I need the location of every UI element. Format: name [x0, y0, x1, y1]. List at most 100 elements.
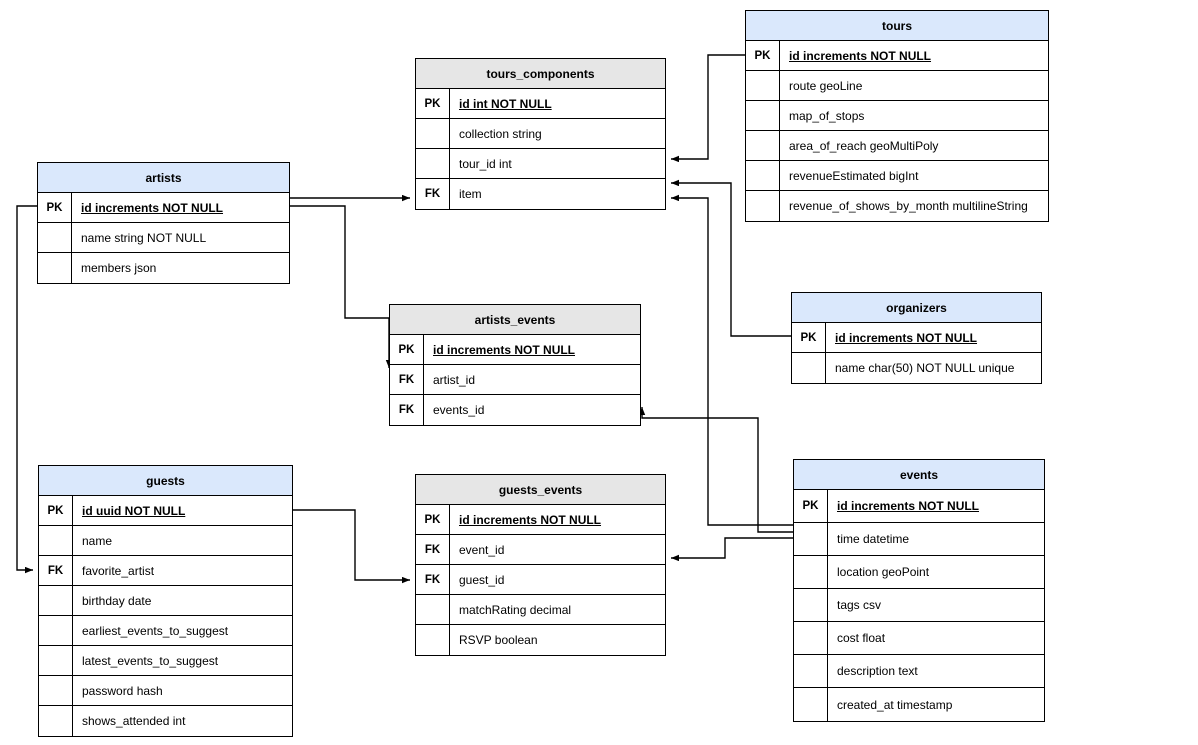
attribute-label: map_of_stops — [789, 108, 865, 123]
key-indicator: FK — [390, 395, 424, 425]
attribute-row[interactable]: cost float — [794, 622, 1044, 655]
attribute-row[interactable]: FK events_id — [390, 395, 640, 425]
entity-title-tours_components: tours_components — [416, 59, 665, 89]
attribute-row[interactable]: time datetime — [794, 523, 1044, 556]
attribute-label: matchRating decimal — [459, 602, 572, 617]
attribute-label: id increments NOT NULL — [433, 342, 576, 357]
attribute-row[interactable]: members json — [38, 253, 289, 283]
attribute-label: route geoLine — [789, 78, 863, 93]
attribute-label: item — [459, 187, 482, 201]
attribute-label: id increments NOT NULL — [81, 200, 224, 215]
key-indicator — [794, 589, 828, 621]
attribute-row[interactable]: FK guest_id — [416, 565, 665, 595]
key-indicator — [794, 523, 828, 555]
attribute-row[interactable]: route geoLine — [746, 71, 1048, 101]
attribute-row[interactable]: name string NOT NULL — [38, 223, 289, 253]
attribute-label: name string NOT NULL — [81, 230, 207, 245]
key-indicator: FK — [39, 556, 73, 585]
attribute-row[interactable]: revenueEstimated bigInt — [746, 161, 1048, 191]
attribute-label: id increments NOT NULL — [789, 48, 932, 63]
key-indicator — [39, 616, 73, 645]
entity-title-tours: tours — [746, 11, 1048, 41]
entity-title-events: events — [794, 460, 1044, 490]
key-indicator — [416, 119, 450, 148]
attribute-row[interactable]: earliest_events_to_suggest — [39, 616, 292, 646]
attribute-row[interactable]: RSVP boolean — [416, 625, 665, 655]
key-indicator — [792, 353, 826, 383]
attribute-label: location geoPoint — [837, 565, 930, 579]
attribute-label: guest_id — [459, 572, 505, 587]
attribute-label: artist_id — [433, 372, 476, 387]
attribute-row[interactable]: shows_attended int — [39, 706, 292, 736]
relationship-edge-tours-to-tours_components-tour_id — [671, 54, 745, 163]
relationship-edge-artists-to-guests-favorite_artist — [16, 205, 37, 574]
attribute-label: RSVP boolean — [459, 633, 538, 647]
attribute-row[interactable]: location geoPoint — [794, 556, 1044, 589]
key-indicator: PK — [38, 193, 72, 222]
attribute-row[interactable]: description text — [794, 655, 1044, 688]
key-indicator — [416, 595, 450, 624]
attribute-label: id int NOT NULL — [459, 96, 552, 111]
attribute-row[interactable]: area_of_reach geoMultiPoly — [746, 131, 1048, 161]
entity-title-organizers: organizers — [792, 293, 1041, 323]
attribute-label: time datetime — [837, 532, 910, 546]
attribute-label: tags csv — [837, 598, 882, 612]
attribute-row[interactable]: latest_events_to_suggest — [39, 646, 292, 676]
key-indicator: PK — [416, 505, 450, 534]
attribute-label: events_id — [433, 403, 485, 417]
key-indicator — [416, 149, 450, 178]
key-indicator: FK — [416, 565, 450, 594]
attribute-row[interactable]: FK artist_id — [390, 365, 640, 395]
attribute-row[interactable]: revenue_of_shows_by_month multilineStrin… — [746, 191, 1048, 221]
attribute-row[interactable]: tour_id int — [416, 149, 665, 179]
attribute-row[interactable]: PK id increments NOT NULL — [746, 41, 1048, 71]
attribute-label: password hash — [82, 683, 163, 698]
attribute-row[interactable]: tags csv — [794, 589, 1044, 622]
attribute-label: id increments NOT NULL — [837, 499, 980, 513]
attribute-row[interactable]: birthday date — [39, 586, 292, 616]
key-indicator — [416, 625, 450, 655]
key-indicator — [39, 586, 73, 615]
attribute-row[interactable]: PK id increments NOT NULL — [38, 193, 289, 223]
attribute-row[interactable]: password hash — [39, 676, 292, 706]
key-indicator: PK — [39, 496, 73, 525]
attribute-row[interactable]: name — [39, 526, 292, 556]
attribute-label: revenue_of_shows_by_month multilineStrin… — [789, 199, 1028, 213]
attribute-row[interactable]: map_of_stops — [746, 101, 1048, 131]
attribute-row[interactable]: collection string — [416, 119, 665, 149]
attribute-row[interactable]: PK id uuid NOT NULL — [39, 496, 292, 526]
attribute-label: revenueEstimated bigInt — [789, 168, 919, 183]
attribute-row[interactable]: created_at timestamp — [794, 688, 1044, 721]
attribute-label: id increments NOT NULL — [459, 512, 602, 527]
key-indicator: PK — [746, 41, 780, 70]
attribute-label: event_id — [459, 542, 505, 557]
attribute-label: tour_id int — [459, 156, 512, 171]
attribute-row[interactable]: matchRating decimal — [416, 595, 665, 625]
attribute-label: name — [82, 533, 113, 548]
attribute-label: earliest_events_to_suggest — [82, 623, 229, 638]
key-indicator — [746, 71, 780, 100]
attribute-row[interactable]: PK id increments NOT NULL — [416, 505, 665, 535]
attribute-label: shows_attended int — [82, 714, 186, 728]
attribute-row[interactable]: name char(50) NOT NULL unique — [792, 353, 1041, 383]
key-indicator — [746, 161, 780, 190]
key-indicator — [794, 622, 828, 654]
attribute-label: id uuid NOT NULL — [82, 503, 186, 518]
key-indicator: FK — [390, 365, 424, 394]
